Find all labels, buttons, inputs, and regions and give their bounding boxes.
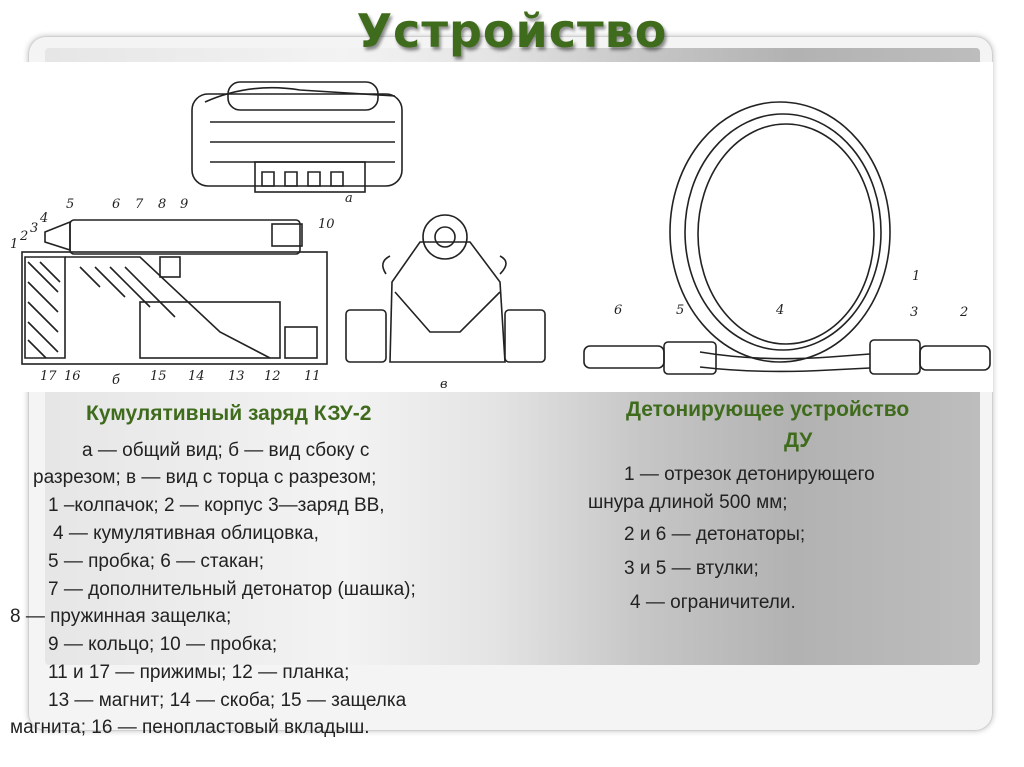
- cord-callout-6: 6: [614, 303, 622, 318]
- charge-side-section: [21, 219, 328, 365]
- callout-7: 7: [135, 197, 144, 212]
- left-caption-line: 7 — дополнительный детонатор (шашка);: [48, 579, 416, 600]
- slide-title: Устройство: [356, 4, 668, 58]
- left-caption-line: магнита; 16 — пенопластовый вкладыш.: [10, 717, 370, 738]
- technical-illustration: а б в 1 2 3 4 5 6 7 8 9 10 11 12 13 14 1…: [0, 62, 993, 392]
- left-caption-line: а — общий вид; б — вид сбоку с: [82, 440, 370, 461]
- callout-10: 10: [318, 217, 335, 232]
- cord-callout-3: 3: [910, 305, 918, 320]
- left-caption-line: 8 — пружинная защелка;: [10, 606, 232, 627]
- callout-12: 12: [264, 369, 281, 384]
- left-caption-heading: Кумулятивный заряд КЗУ-2: [86, 402, 372, 425]
- label-view-b: б: [112, 373, 120, 388]
- cord-callout-5: 5: [676, 303, 684, 318]
- right-caption-heading: Детонирующее устройство: [626, 398, 910, 421]
- cord-callout-4: 4: [775, 303, 784, 318]
- callout-13: 13: [228, 369, 245, 384]
- left-caption-line: 1 –колпачок; 2 — корпус 3—заряд ВВ,: [48, 495, 385, 516]
- left-caption-line: разрезом; в — вид с торца с разрезом;: [33, 467, 377, 488]
- right-caption-heading-abbr: ДУ: [784, 429, 813, 452]
- right-caption-line: 3 и 5 — втулки;: [624, 558, 759, 579]
- callout-5: 5: [66, 197, 74, 212]
- callout-1: 1: [10, 237, 18, 252]
- callout-11: 11: [304, 369, 321, 384]
- callout-9: 9: [180, 197, 188, 212]
- callout-3: 3: [30, 221, 38, 236]
- callout-8: 8: [158, 197, 166, 212]
- right-caption-line: 1 — отрезок детонирующего: [624, 464, 875, 485]
- right-caption-line: 2 и 6 — детонаторы;: [624, 524, 806, 545]
- callout-17: 17: [40, 369, 57, 384]
- callout-4: 4: [39, 211, 48, 226]
- left-caption-line: 11 и 17 — прижимы; 12 — планка;: [48, 662, 350, 683]
- callout-14: 14: [188, 369, 205, 384]
- callout-6: 6: [112, 197, 120, 212]
- cord-callout-1: 1: [912, 269, 920, 284]
- charge-general-view: [191, 81, 403, 193]
- callout-15: 15: [150, 369, 167, 384]
- callout-16: 16: [64, 369, 81, 384]
- right-caption-line: шнура длиной 500 мм;: [588, 492, 788, 513]
- right-caption-line: 4 — ограничители.: [630, 592, 796, 613]
- left-caption-line: 9 — кольцо; 10 — пробка;: [48, 634, 278, 655]
- left-caption-line: 4 — кумулятивная облицовка,: [53, 523, 319, 544]
- cord-callout-2: 2: [959, 305, 968, 320]
- callout-2: 2: [19, 229, 28, 244]
- left-caption-line: 13 — магнит; 14 — скоба; 15 — защелка: [48, 690, 407, 711]
- detonating-cord-coil: [583, 101, 991, 375]
- left-caption-line: 5 — пробка; 6 — стакан;: [48, 551, 265, 572]
- label-view-a: а: [345, 191, 353, 206]
- charge-end-section: [345, 214, 546, 363]
- illustration-canvas: а б в 1 2 3 4 5 6 7 8 9 10 11 12 13 14 1…: [10, 81, 991, 392]
- label-view-v: в: [440, 377, 448, 392]
